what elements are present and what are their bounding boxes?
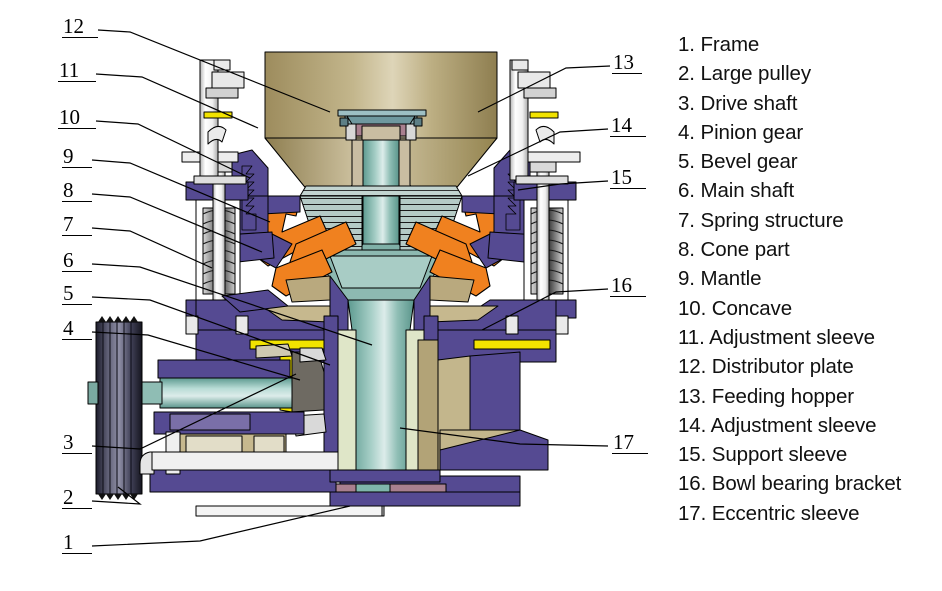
callout-10: 10 [58, 107, 96, 129]
callout-label-6: 6 [63, 248, 74, 272]
leader-5 [91, 296, 331, 366]
callout-label-14: 14 [611, 113, 632, 137]
large-pulley-part [87, 316, 143, 500]
callout-underline-6 [62, 271, 92, 272]
leader-lines-group [91, 29, 611, 547]
callout-label-12: 12 [63, 14, 84, 38]
callout-underline-2 [62, 508, 92, 509]
legend-item-11: 11. Adjustment sleeve [678, 325, 875, 349]
callout-label-1: 1 [63, 530, 74, 554]
leader-4 [91, 331, 301, 381]
leader-17 [399, 427, 609, 447]
callout-6: 6 [62, 250, 92, 272]
leader-1 [91, 505, 351, 547]
callout-label-16: 16 [611, 273, 632, 297]
callout-label-8: 8 [63, 178, 74, 202]
callout-4: 4 [62, 318, 92, 340]
leader-14 [467, 128, 609, 177]
callout-underline-7 [62, 235, 92, 236]
callout-label-11: 11 [59, 58, 80, 82]
cone-part-mantle [317, 249, 445, 301]
legend-item-8: 8. Cone part [678, 238, 790, 262]
fasteners [185, 59, 569, 335]
callout-underline-15 [610, 188, 646, 189]
callout-underline-13 [612, 73, 642, 74]
legend-item-7: 7. Spring structure [678, 208, 844, 232]
callout-label-9: 9 [63, 144, 74, 168]
legend-item-16: 16. Bowl bearing bracket [678, 472, 902, 496]
legend-item-14: 14. Adjustment sleeve [678, 413, 877, 437]
legend-list: 1. Frame 2. Large pulley 3. Drive shaft 4. … [678, 30, 940, 528]
support-sleeve-right [509, 59, 581, 185]
legend-item-2: 2. Large pulley [678, 62, 811, 86]
callout-label-4: 4 [63, 316, 74, 340]
callout-8: 8 [62, 180, 92, 202]
callout-9: 9 [62, 146, 92, 168]
callout-underline-1 [62, 553, 92, 554]
callout-7: 7 [62, 214, 92, 236]
leader-2 [91, 486, 142, 505]
support-sleeve-left [181, 59, 247, 185]
frame-base-part [139, 429, 549, 517]
legend-item-13: 13. Feeding hopper [678, 384, 855, 408]
callout-17: 17 [612, 432, 648, 454]
callout-label-10: 10 [59, 105, 80, 129]
callout-12: 12 [62, 16, 98, 38]
callout-underline-9 [62, 167, 92, 168]
callout-underline-5 [62, 304, 92, 305]
callout-label-2: 2 [63, 485, 74, 509]
callout-14: 14 [610, 115, 646, 137]
callout-label-3: 3 [63, 430, 74, 454]
callout-underline-12 [62, 37, 98, 38]
legend-item-10: 10. Concave [678, 296, 793, 320]
callout-2: 2 [62, 487, 92, 509]
leader-6 [91, 263, 373, 346]
callout-underline-10 [58, 128, 96, 129]
legend-item-4: 4. Pinion gear [678, 120, 804, 144]
callout-label-17: 17 [613, 430, 634, 454]
leader-13 [477, 65, 611, 113]
leader-16 [481, 288, 609, 331]
leader-15 [517, 180, 609, 191]
callout-11: 11 [58, 60, 96, 82]
leader-9 [91, 159, 271, 223]
legend-item-15: 15. Support sleeve [678, 443, 848, 467]
legend-item-3: 3. Drive shaft [678, 91, 798, 115]
callout-13: 13 [612, 52, 642, 74]
leader-11 [95, 73, 259, 129]
leader-3 [91, 373, 297, 450]
legend-item-1: 1. Frame [678, 33, 760, 56]
legend-item-17: 17. Eccentric sleeve [678, 501, 860, 525]
distributor-plate-part [337, 109, 427, 141]
main-shaft-lower [347, 299, 415, 493]
callout-underline-16 [610, 296, 646, 297]
callout-underline-11 [58, 81, 96, 82]
callout-label-13: 13 [613, 50, 634, 74]
callout-underline-8 [62, 201, 92, 202]
legend-item-6: 6. Main shaft [678, 179, 795, 203]
callout-underline-14 [610, 136, 646, 137]
legend-item-12: 12. Distributor plate [678, 355, 854, 379]
leader-8 [91, 193, 263, 253]
callout-underline-4 [62, 339, 92, 340]
callout-underline-17 [612, 453, 648, 454]
callout-16: 16 [610, 275, 646, 297]
leader-10 [95, 120, 251, 179]
callout-label-5: 5 [63, 281, 74, 305]
legend-item-5: 5. Bevel gear [678, 150, 798, 174]
leader-7 [91, 227, 213, 269]
callout-3: 3 [62, 432, 92, 454]
callout-label-7: 7 [63, 212, 74, 236]
leader-12 [97, 29, 331, 113]
callout-label-15: 15 [611, 165, 632, 189]
callout-15: 15 [610, 167, 646, 189]
callout-5: 5 [62, 283, 92, 305]
callout-1: 1 [62, 532, 92, 554]
callout-underline-3 [62, 453, 92, 454]
legend-item-9: 9. Mantle [678, 267, 762, 291]
